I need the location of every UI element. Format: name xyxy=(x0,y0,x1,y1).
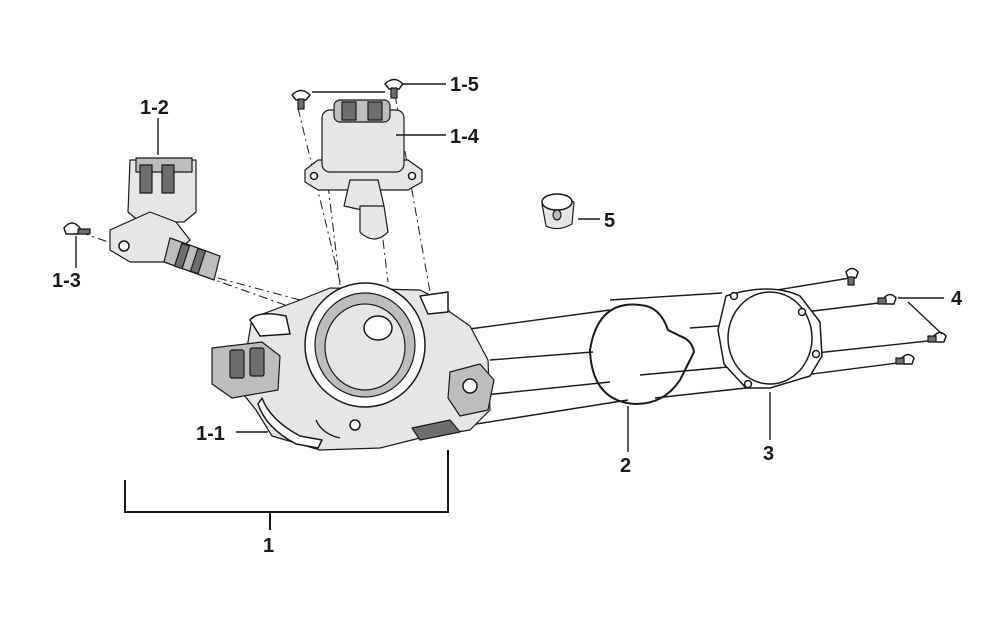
cap-part-5 xyxy=(541,193,575,230)
callout-3: 3 xyxy=(763,443,774,465)
screw-1-3 xyxy=(63,222,91,235)
callout-1-5: 1-5 xyxy=(450,74,479,96)
o-ring-seal xyxy=(589,303,695,405)
callout-1-4: 1-4 xyxy=(450,126,480,148)
callout-1-2: 1-2 xyxy=(140,97,169,119)
callout-5: 5 xyxy=(604,210,615,232)
screw-1-5 xyxy=(291,78,404,110)
callout-1: 1 xyxy=(263,535,274,557)
callout-1-3: 1-3 xyxy=(52,270,81,292)
idle-air-actuator xyxy=(304,99,423,240)
tps-sensor xyxy=(109,157,221,281)
leader-lines xyxy=(75,83,944,530)
callout-2: 2 xyxy=(620,455,631,477)
throttle-body xyxy=(211,282,495,451)
callout-1-1: 1-1 xyxy=(196,423,225,445)
screws-4 xyxy=(845,267,947,365)
callout-4: 4 xyxy=(951,288,963,310)
flange-gasket xyxy=(717,288,823,389)
